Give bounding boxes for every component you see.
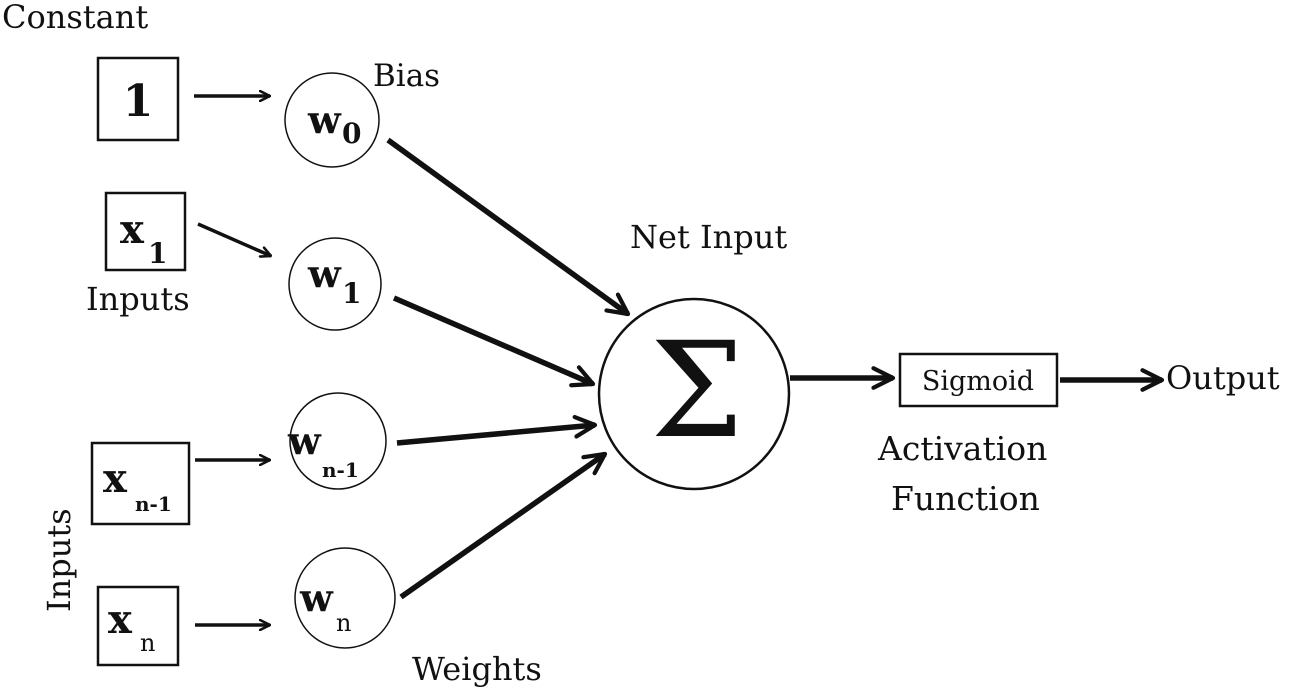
sigma-symbol: Σ [650,314,743,468]
input-xn-1-main: x [103,455,128,502]
activation-box: Sigmoid [898,352,1059,408]
weight-wn-sub: n [336,609,351,637]
weight-wn-main: w [299,575,334,620]
input-x1-main: x [120,206,145,253]
weight-wn-1-sub: n-1 [322,458,359,482]
weight-node-wn-1: w n-1 [287,392,387,490]
input-box-xn: x n [96,585,180,667]
inputs-label-side: Inputs [40,508,78,612]
weight-w1-main: w [307,251,342,296]
weight-node-w1: w 1 [288,237,382,331]
input-box-xn-1: x n-1 [90,441,191,526]
input-box-x1: x 1 [104,191,187,272]
summation-node: Σ [597,297,791,491]
activation-label-line2: Function [891,479,1040,518]
bias-label: Bias [373,58,440,94]
sigmoid-label: Sigmoid [922,366,1034,397]
input-xn-1-sub: n-1 [135,492,172,516]
arrow-wn-1-to-sum [396,414,598,446]
constant-label: Constant [2,0,148,36]
arrow-w1-to-sum [392,295,596,388]
weights-label: Weights [412,650,542,688]
weight-w0-sub: 0 [342,117,361,150]
input-constant-value: 1 [123,76,154,127]
arrow-w0-to-sum [386,137,631,317]
weight-w1-sub: 1 [342,277,361,310]
weight-node-w0: w 0 [284,72,380,168]
input-box-constant: 1 [96,56,180,142]
input-x1-sub: 1 [148,237,167,270]
net-input-label: Net Input [630,218,787,256]
inputs-label-top: Inputs [86,280,190,318]
activation-label-line1: Activation [877,429,1047,468]
arrow-x1-to-w1 [197,222,271,256]
weight-node-wn: w n [294,547,396,649]
arrow-wn-to-sum [399,451,608,600]
weight-wn-1-main: w [287,418,322,463]
output-label: Output [1166,359,1280,397]
input-xn-main: x [108,596,133,643]
weight-w0-main: w [307,97,342,142]
input-xn-sub: n [140,629,155,657]
